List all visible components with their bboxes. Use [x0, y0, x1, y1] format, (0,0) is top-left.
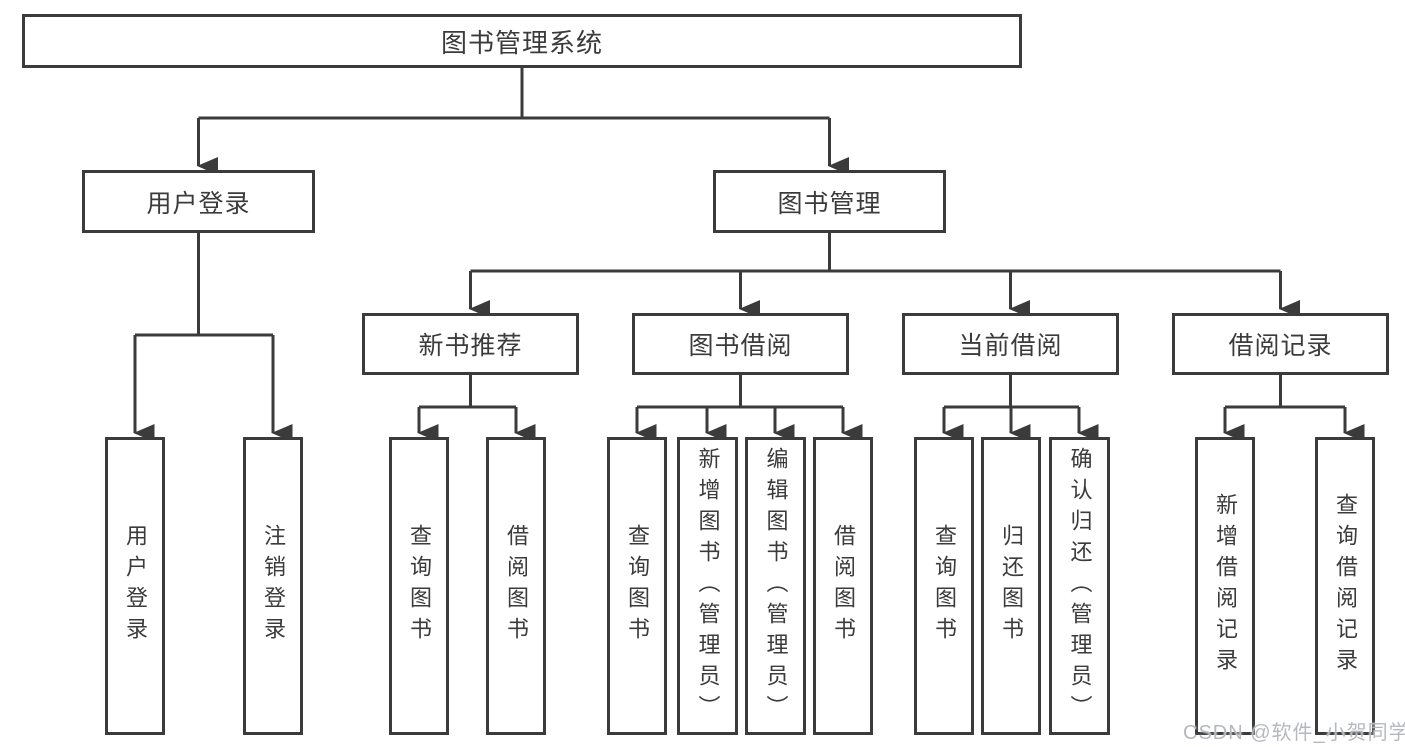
leaf-recommend-query-books: 查询图书: [389, 437, 449, 735]
node-library-management-system: 图书管理系统: [22, 14, 1022, 68]
leaf-borrowing-add-books-admin: 新增图书（管理员）: [677, 437, 738, 735]
leaf-borrowing-edit-books-admin: 编辑图书（管理员）: [745, 437, 806, 735]
leaf-records-add-record-label: 新增借阅记录: [1213, 493, 1238, 679]
csdn-watermark: CSDN @软件_小贺同学: [1183, 722, 1405, 744]
node-book-borrowing: 图书借阅: [632, 313, 849, 375]
leaf-logout-label: 注销登录: [261, 524, 286, 648]
leaf-user-login-label: 用户登录: [123, 524, 148, 648]
node-borrow-records: 借阅记录: [1172, 313, 1389, 375]
leaf-current-confirm-return-admin: 确认归还（管理员）: [1049, 437, 1110, 735]
node-new-book-recommend: 新书推荐: [362, 313, 579, 375]
node-book-management: 图书管理: [713, 170, 946, 233]
leaf-current-confirm-return-admin-label: 确认归还（管理员）: [1067, 446, 1093, 726]
leaf-borrowing-borrow-books-label: 借阅图书: [831, 524, 856, 648]
leaf-user-login: 用户登录: [105, 437, 165, 735]
leaf-current-return-books-label: 归还图书: [999, 524, 1024, 648]
leaf-borrowing-query-books: 查询图书: [607, 437, 667, 735]
node-current-borrowing: 当前借阅: [902, 313, 1119, 375]
leaf-current-return-books: 归还图书: [981, 437, 1041, 735]
leaf-recommend-borrow-books: 借阅图书: [486, 437, 546, 735]
leaf-records-add-record: 新增借阅记录: [1195, 437, 1255, 735]
leaf-borrowing-edit-books-admin-label: 编辑图书（管理员）: [763, 446, 789, 726]
leaf-borrowing-query-books-label: 查询图书: [625, 524, 650, 648]
leaf-logout: 注销登录: [243, 437, 303, 735]
leaf-records-query-record-label: 查询借阅记录: [1333, 493, 1358, 679]
leaf-records-query-record: 查询借阅记录: [1315, 437, 1375, 735]
leaf-current-query-books: 查询图书: [914, 437, 974, 735]
leaf-borrowing-borrow-books: 借阅图书: [813, 437, 873, 735]
leaf-recommend-query-books-label: 查询图书: [407, 524, 432, 648]
node-user-login: 用户登录: [82, 170, 315, 233]
leaf-current-query-books-label: 查询图书: [932, 524, 957, 648]
leaf-recommend-borrow-books-label: 借阅图书: [504, 524, 529, 648]
leaf-borrowing-add-books-admin-label: 新增图书（管理员）: [695, 446, 721, 726]
